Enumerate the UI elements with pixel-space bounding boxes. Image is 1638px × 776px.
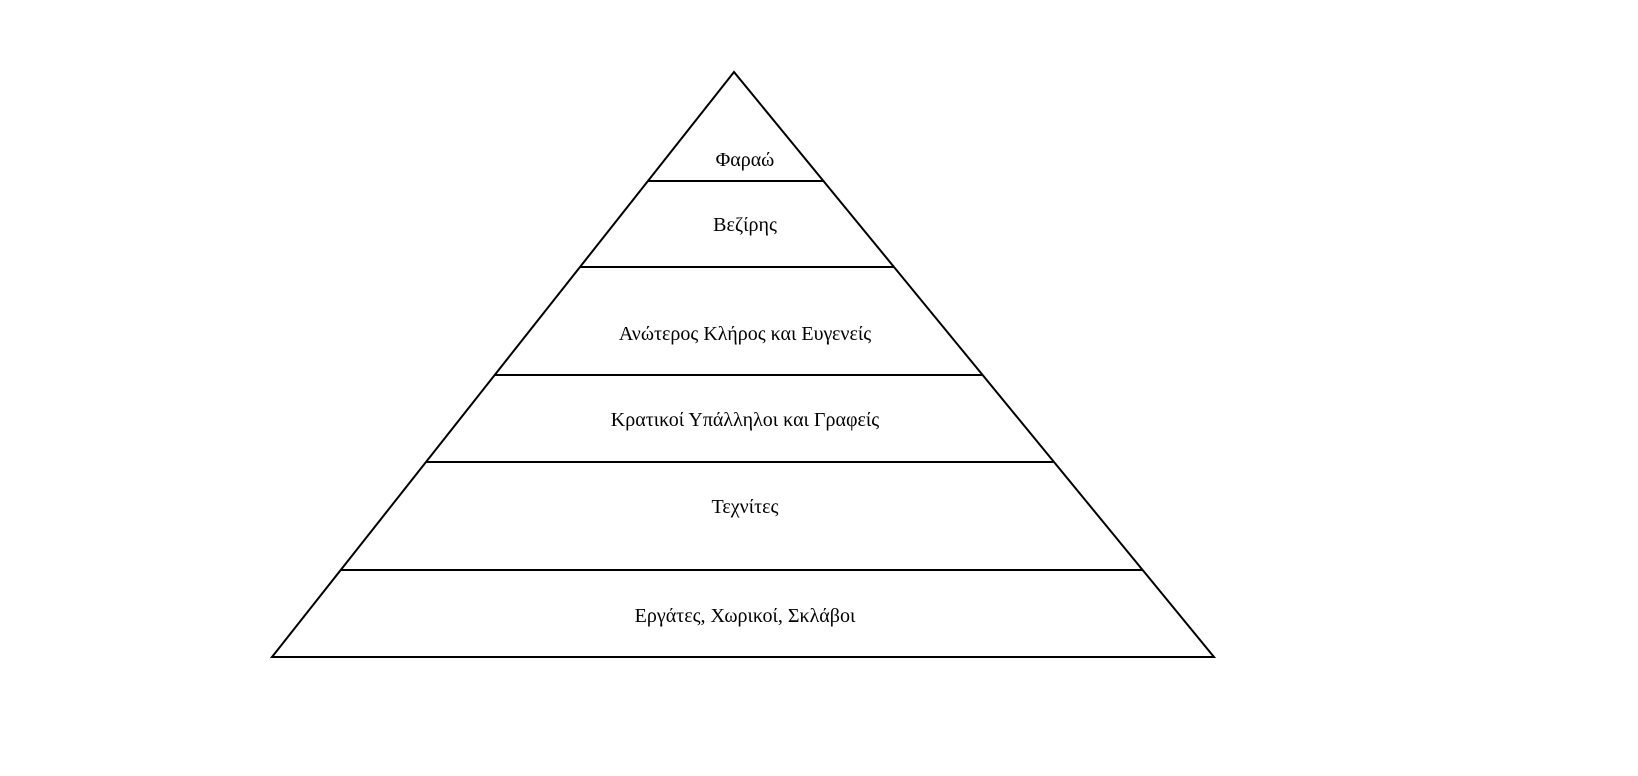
level-label: Φαραώ xyxy=(716,149,775,171)
level-label: Εργάτες, Χωρικοί, Σκλάβοι xyxy=(635,605,856,627)
pyramid-outline xyxy=(269,70,1217,658)
level-label: Τεχνίτες xyxy=(712,496,779,518)
level-label: Κρατικοί Υπάλληλοι και Γραφείς xyxy=(611,409,879,431)
level-label: Βεζίρης xyxy=(713,214,777,236)
level-label: Ανώτερος Κλήρος και Ευγενείς xyxy=(619,323,871,345)
